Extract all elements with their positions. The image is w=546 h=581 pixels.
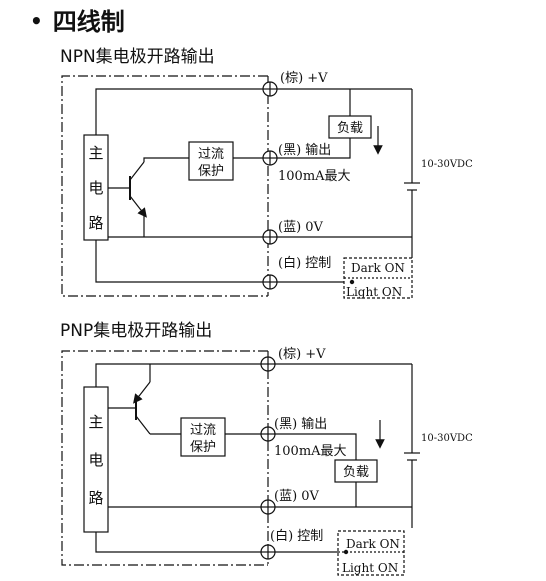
heading-text: 四线制 — [52, 8, 125, 36]
npn-title: NPN集电极开路输出 — [60, 47, 215, 67]
pnp-title: PNP集电极开路输出 — [60, 321, 213, 341]
pnp-control-box — [337, 530, 405, 576]
npn-max-current: 100mA最大 — [278, 169, 351, 184]
pnp-labels: 主 电 路 过流 保护 负载 (棕) +V (黑) 输出 100mA最大 (蓝)… — [88, 347, 473, 575]
npn-sensor-boundary — [61, 75, 268, 297]
npn-protection-block — [188, 141, 234, 181]
pnp-white-label: (白) 控制 — [270, 528, 323, 544]
pnp-main-char-1: 主 — [88, 413, 103, 431]
section-heading: • 四线制 — [30, 2, 125, 37]
npn-main-char-3: 路 — [88, 214, 103, 232]
pnp-protection-block — [180, 417, 226, 457]
npn-supply-label: 10-30VDC — [421, 159, 473, 170]
npn-protection-line-1: 过流 — [198, 147, 224, 162]
npn-blue-label: (蓝) 0V — [278, 220, 324, 235]
npn-protection-line-2: 保护 — [198, 164, 224, 179]
npn-white-label: (白) 控制 — [278, 255, 331, 271]
npn-light-on: Light ON — [346, 285, 402, 299]
pnp-max-current: 100mA最大 — [274, 444, 347, 459]
bullet-icon: • — [30, 9, 43, 33]
pnp-light-on: Light ON — [342, 561, 398, 575]
pnp-blue-label: (蓝) 0V — [274, 489, 320, 504]
pnp-main-char-3: 路 — [88, 489, 103, 507]
npn-main-char-2: 电 — [88, 179, 103, 197]
pnp-black-label: (黑) 输出 — [274, 416, 327, 432]
pnp-protection-line-1: 过流 — [190, 423, 216, 438]
pnp-dark-on: Dark ON — [346, 537, 400, 551]
pnp-supply-label: 10-30VDC — [421, 433, 473, 444]
pnp-load-label: 负载 — [343, 465, 369, 480]
pnp-main-char-2: 电 — [88, 451, 103, 469]
pnp-protection-line-2: 保护 — [190, 440, 216, 455]
npn-dark-on: Dark ON — [351, 261, 405, 275]
npn-main-char-1: 主 — [88, 144, 103, 162]
npn-labels: 主 电 路 过流 保护 负载 (棕) +V (黑) 输出 100mA最大 (蓝)… — [88, 71, 473, 299]
npn-load-label: 负载 — [337, 121, 363, 136]
npn-black-label: (黑) 输出 — [278, 142, 331, 158]
npn-diagram — [61, 75, 420, 299]
pnp-diagram — [61, 350, 420, 576]
pnp-sensor-boundary — [61, 350, 268, 566]
pnp-brown-label: (棕) +V — [278, 347, 326, 362]
npn-brown-label: (棕) +V — [280, 71, 328, 86]
